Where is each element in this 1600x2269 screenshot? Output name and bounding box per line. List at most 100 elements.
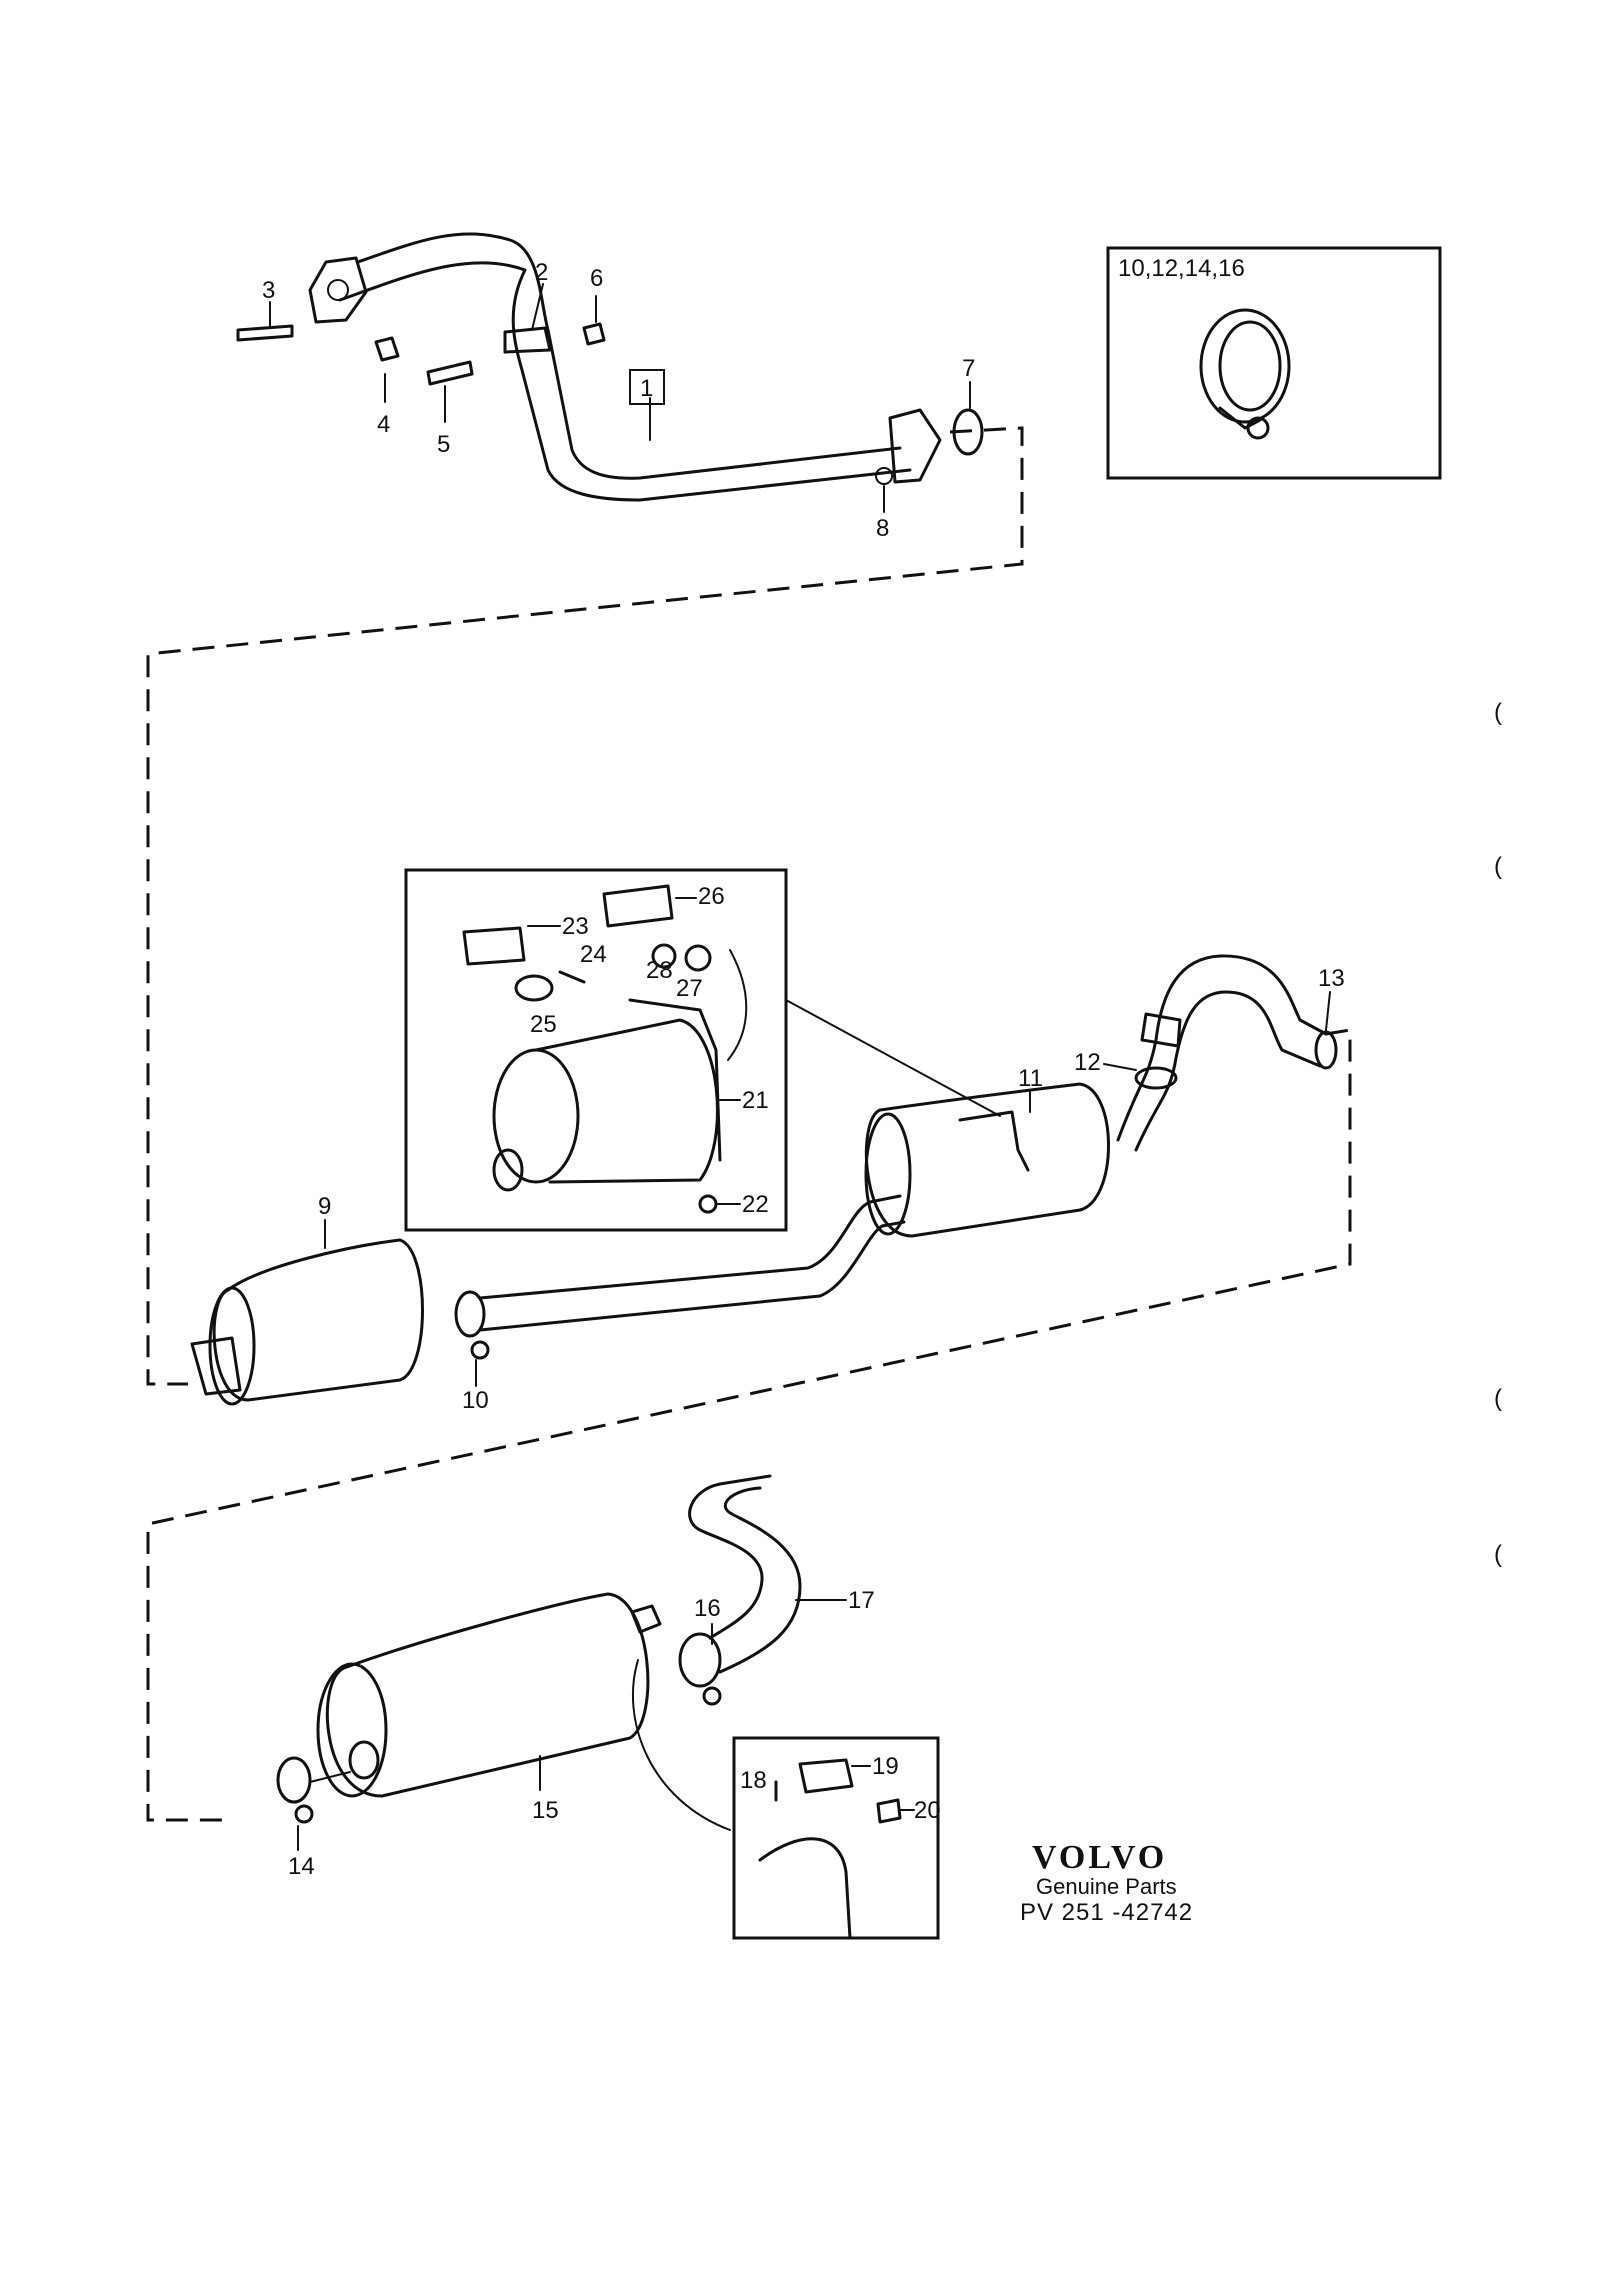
rear-hanger-inset-frame [732,1736,940,1940]
margin-mark: ( [1494,699,1502,726]
margin-marks: ( ( ( ( [1494,699,1502,1568]
bolt-24 [558,970,586,984]
callout-23: 23 [562,913,589,940]
callout-11: 11 [1018,1065,1043,1092]
tail-pipe-17 [688,1474,772,1640]
flange-nut [875,467,893,485]
leader-2 [531,283,544,331]
silencer-9-end [208,1286,256,1406]
clamp-14-line [309,1771,351,1783]
rear-pipe-13-outline [1134,990,1322,1152]
clamp-ear [1218,406,1262,430]
callout-24: 24 [580,941,607,968]
callout-3: 3 [262,277,275,304]
inset-silencer-body [534,1018,719,1184]
callout-8: 8 [876,515,889,542]
callout-12: 12 [1074,1049,1101,1076]
hanger-19 [798,1758,854,1794]
stud [236,324,294,342]
clamp-16 [678,1632,722,1688]
clamp-inset: 10,12,14,16 [1106,246,1442,480]
hanger-bracket-23 [462,926,526,966]
rear-hanger [630,1604,662,1634]
silencer-9-hanger [190,1336,242,1396]
callout-1: 1 [640,375,653,402]
callout-28: 28 [646,957,673,984]
clamp-10-bolt [470,1340,490,1360]
volvo-logo: VOLVO [1032,1839,1167,1876]
inset-silencer-end [492,1048,580,1184]
nut [374,336,400,362]
callout-9: 9 [318,1193,331,1220]
clamp-bolt [1246,416,1270,440]
callout-15: 15 [532,1797,559,1824]
bolt [426,360,474,386]
rear-section: 16 17 15 14 18 19 20 [276,1474,941,1940]
callout-22: 22 [742,1191,769,1218]
middle-section: 9 10 11 12 13 23 24 25 26 27 28 21 22 [190,868,1345,1414]
callout-2: 2 [535,259,548,286]
silencer-11-end [864,1112,912,1236]
clamp-10 [454,1290,486,1338]
inset-pointer [785,999,1001,1117]
rubber-mount-25 [514,974,554,1002]
callout-25: 25 [530,1011,557,1038]
front-pipe-assembly: 3 2 6 4 5 1 7 8 [236,232,984,542]
callout-21: 21 [742,1087,769,1114]
callout-14: 14 [288,1853,315,1880]
callout-18: 18 [740,1767,767,1794]
brand-subtitle: Genuine Parts [1036,1874,1177,1899]
callout-27: 27 [676,975,703,1002]
front-pipe [356,232,902,480]
nut-27 [684,944,712,972]
callout-17: 17 [848,1587,875,1614]
connector-1-2 [146,426,1024,1386]
leader-12 [1103,1063,1137,1071]
pipe-bracket [503,326,552,354]
hanger-inset-frame [404,868,788,1232]
part-code: PV 251 -42742 [1020,1899,1193,1926]
gasket-12 [1134,1066,1178,1090]
callout-6: 6 [590,265,603,292]
callout-10: 10 [462,1387,489,1414]
clamp-14-bolt [294,1804,314,1824]
leader-13 [1325,991,1331,1031]
clamp-ring [1199,308,1291,424]
brand-block: VOLVO Genuine Parts PV 251 -42742 [1020,1839,1193,1926]
rear-inset-pointer [631,1659,731,1831]
front-pipe-outline [338,261,912,502]
callout-4: 4 [377,411,390,438]
clamp-14 [276,1756,312,1804]
silencer-11-strap [958,1110,1030,1172]
rear-pipe-13-sleeve [1140,1012,1182,1048]
clamp-inset-label: 10,12,14,16 [1118,255,1245,282]
silencer-9 [212,1238,424,1402]
callout-20: 20 [914,1797,941,1824]
clamp-16-bolt [702,1686,722,1706]
inset-strap-21 [628,998,722,1162]
inset-arrow [727,949,748,1061]
rear-silencer-15-end [316,1662,388,1798]
margin-mark: ( [1494,1541,1502,1568]
margin-mark: ( [1494,1385,1502,1412]
nut-28 [651,943,677,969]
callout-13: 13 [1318,965,1345,992]
inlet-flange-hole [327,279,349,301]
screw-22 [698,1194,718,1214]
inset-rear-silencer [758,1837,852,1940]
clamp-ring-inner [1218,320,1282,412]
rear-pipe-13-end [1314,1030,1338,1070]
hanger-bracket-26 [602,884,674,928]
inset-silencer-pipe [492,1148,524,1192]
rubber-20 [876,1798,902,1824]
rear-silencer-15-outlet [348,1740,380,1780]
connector-2-3 [146,1028,1352,1822]
callout-19: 19 [872,1753,899,1780]
callout-1-box [629,369,665,405]
inlet-flange [308,256,368,324]
outlet-flange [888,408,942,484]
silencer-11 [864,1082,1110,1238]
callout-5: 5 [437,431,450,458]
